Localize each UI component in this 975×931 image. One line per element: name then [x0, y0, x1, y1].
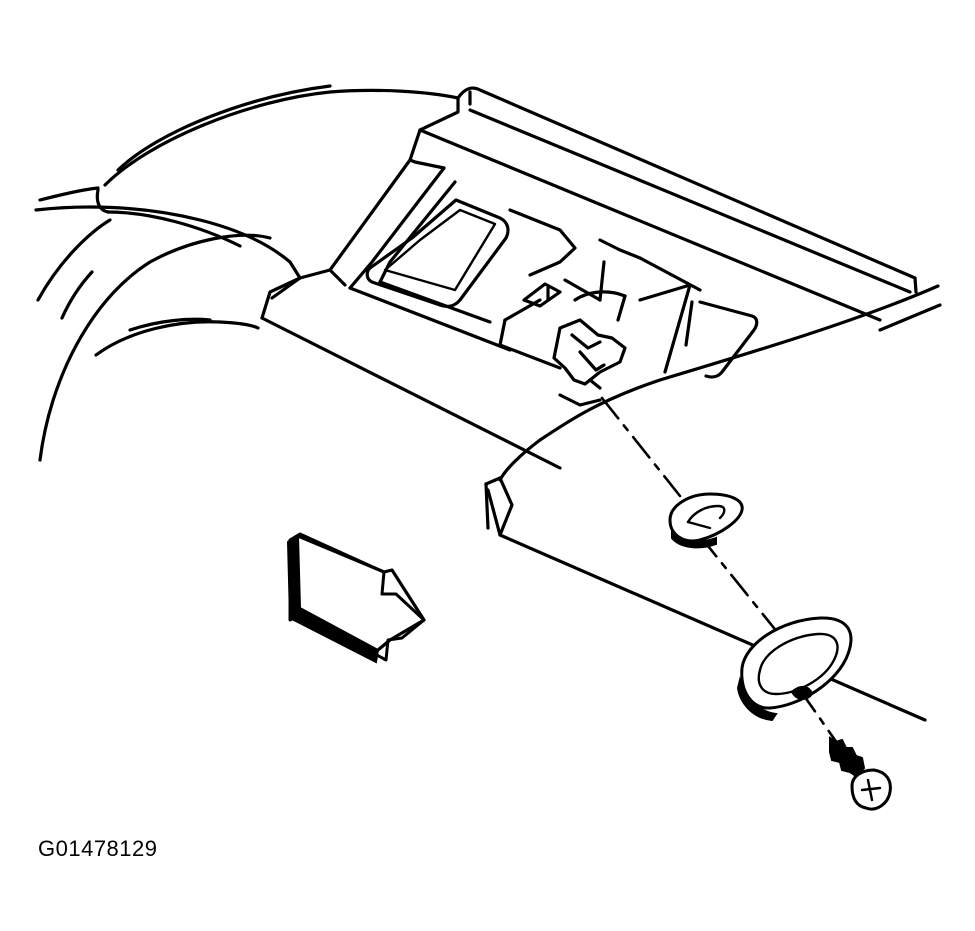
roof-outer-frame	[34, 84, 460, 264]
figure-id-label: G01478129	[38, 836, 158, 861]
alignment-line	[600, 396, 872, 792]
mounting-bracket	[522, 282, 627, 407]
headliner-surface	[484, 284, 942, 722]
sunroof-frame	[348, 166, 759, 379]
retainer-clip	[668, 492, 744, 549]
door-panel-curves	[36, 218, 272, 462]
arrow-right-icon	[286, 532, 426, 664]
screw	[829, 736, 892, 811]
hook-bezel	[736, 616, 853, 722]
header-rail	[260, 86, 918, 470]
